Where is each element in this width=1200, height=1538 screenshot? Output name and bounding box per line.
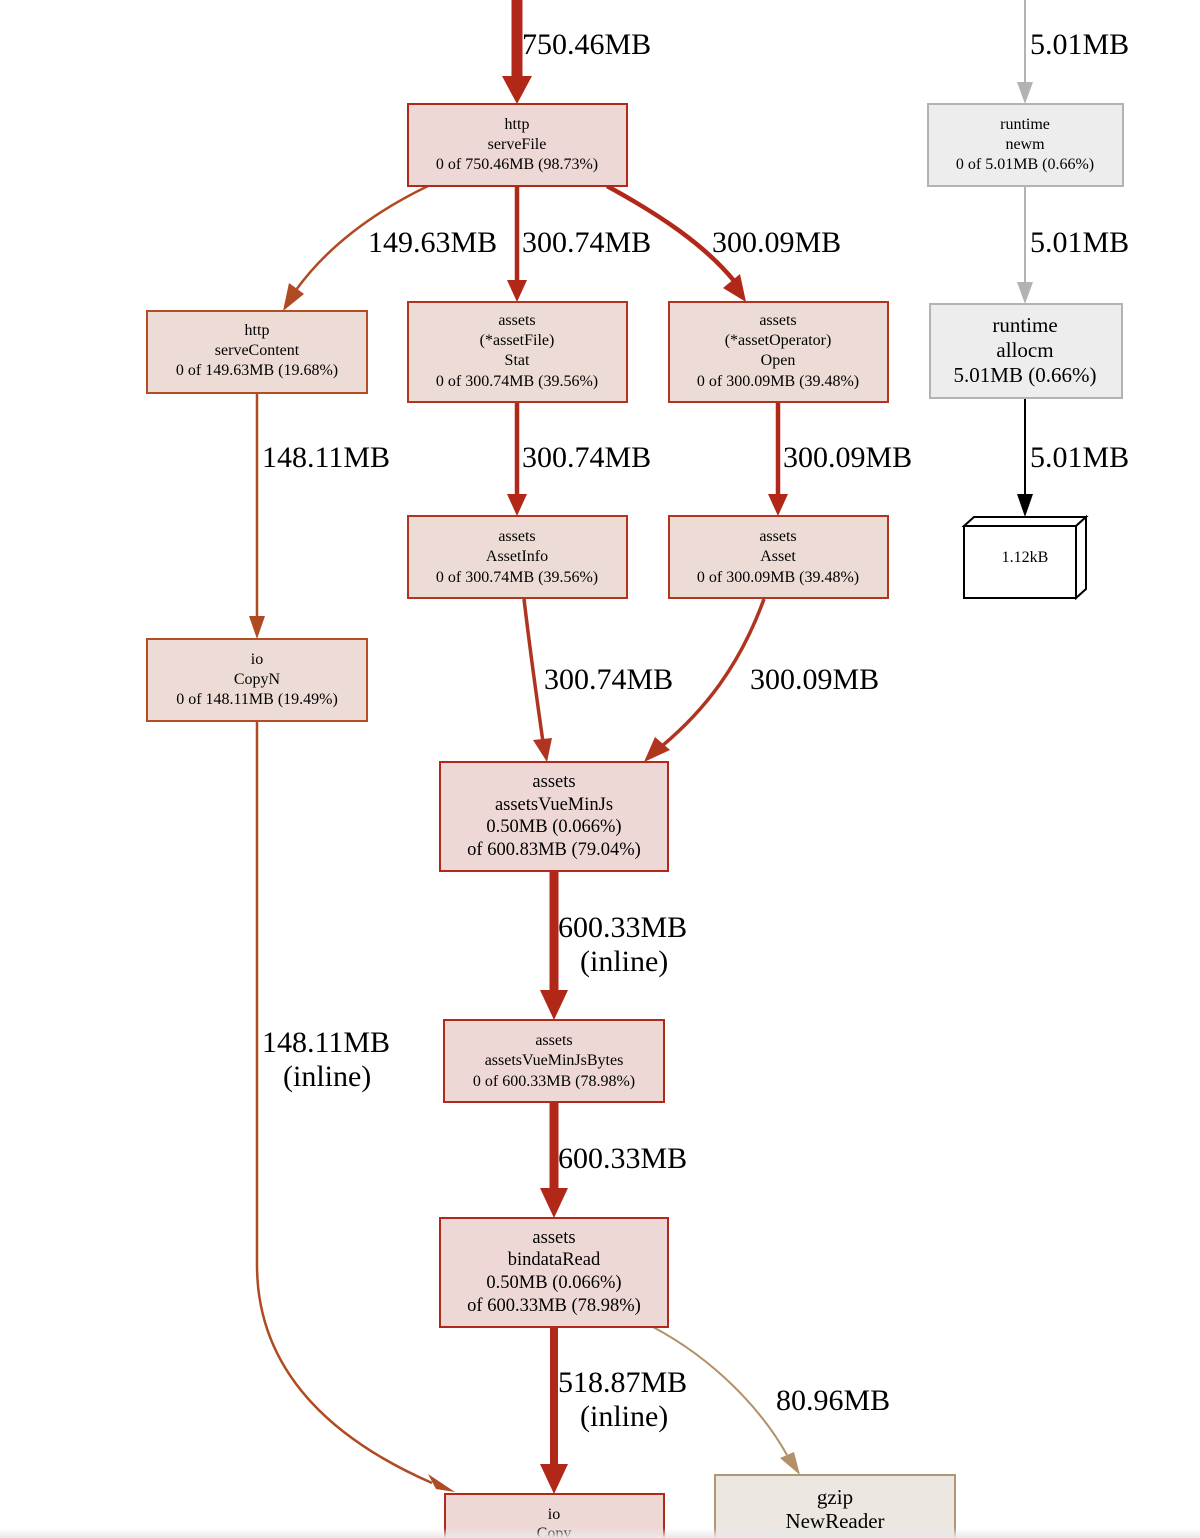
memory-box-icon[interactable]: 1.12kB bbox=[961, 514, 1089, 601]
edge-label: 300.74MB bbox=[522, 226, 651, 259]
node-package: assets bbox=[759, 528, 796, 545]
edge-label: 148.11MB bbox=[262, 441, 390, 474]
node-package: gzip bbox=[817, 1485, 853, 1509]
edge-stat-assetinfo: 300.74MB bbox=[507, 402, 651, 516]
node-http-servefile[interactable]: http serveFile 0 of 750.46MB (98.73%) bbox=[407, 103, 628, 187]
node-assets-bindataread[interactable]: assets bindataRead 0.50MB (0.066%) of 60… bbox=[439, 1217, 669, 1328]
edge-label: 5.01MB bbox=[1030, 226, 1129, 259]
edge-label: 518.87MB bbox=[558, 1366, 687, 1399]
node-cum-stats: of 600.33MB (78.98%) bbox=[467, 1296, 641, 1316]
node-function: Stat bbox=[505, 352, 530, 369]
node-receiver: (*assetFile) bbox=[480, 332, 555, 349]
node-stats: 0 of 148.11MB (19.49%) bbox=[176, 691, 338, 708]
edge-label: 148.11MB bbox=[262, 1026, 390, 1059]
node-stats: 0 of 600.33MB (78.98%) bbox=[473, 1073, 635, 1090]
edge-into-newm: 5.01MB bbox=[1017, 0, 1129, 104]
node-gzip-newreader[interactable]: gzip NewReader bbox=[714, 1474, 956, 1538]
edge-asset-vueminjs: 300.09MB bbox=[644, 598, 879, 762]
node-function: assetsVueMinJs bbox=[495, 795, 613, 815]
edge-label: 149.63MB bbox=[368, 226, 497, 259]
node-package: assets bbox=[535, 1032, 572, 1049]
node-flat-stats: 0.50MB (0.066%) bbox=[486, 817, 621, 837]
node-package: assets bbox=[759, 312, 796, 329]
edge-label: 5.01MB bbox=[1030, 28, 1129, 61]
edge-vueminjs-bytes: 600.33MB (inline) bbox=[540, 871, 687, 1020]
node-package: http bbox=[505, 116, 530, 133]
node-package: assets bbox=[532, 772, 575, 792]
edge-open-asset: 300.09MB bbox=[768, 402, 912, 516]
edge-servefile-servecontent: 149.63MB bbox=[283, 184, 497, 311]
edge-label: 300.74MB bbox=[544, 663, 673, 696]
node-function: CopyN bbox=[234, 671, 281, 688]
node-stats: 0 of 300.74MB (39.56%) bbox=[436, 373, 598, 390]
edge-label: 300.09MB bbox=[783, 441, 912, 474]
edge-label: 300.09MB bbox=[712, 226, 841, 259]
edge-assetinfo-vueminjs: 300.74MB bbox=[522, 598, 673, 762]
edge-copyn-copy: 148.11MB (inline) bbox=[255, 721, 455, 1492]
node-package: assets bbox=[498, 312, 535, 329]
node-function: bindataRead bbox=[508, 1250, 601, 1270]
node-io-copyn[interactable]: io CopyN 0 of 148.11MB (19.49%) bbox=[146, 638, 368, 722]
node-assets-assetsvueminjs[interactable]: assets assetsVueMinJs 0.50MB (0.066%) of… bbox=[439, 761, 669, 872]
node-function: Open bbox=[761, 352, 796, 369]
node-http-servecontent[interactable]: http serveContent 0 of 149.63MB (19.68%) bbox=[146, 310, 368, 394]
node-flat-stats: 0.50MB (0.066%) bbox=[486, 1273, 621, 1293]
node-stats: 1.12kB bbox=[1002, 549, 1049, 566]
node-stats: 0 of 750.46MB (98.73%) bbox=[436, 156, 598, 173]
node-assets-assetoperator-open[interactable]: assets (*assetOperator) Open 0 of 300.09… bbox=[668, 301, 889, 403]
node-function: allocm bbox=[996, 338, 1053, 362]
node-package: http bbox=[245, 322, 270, 339]
node-function: serveFile bbox=[488, 136, 547, 153]
edge-servefile-stat: 300.74MB bbox=[507, 186, 651, 302]
edge-label: 750.46MB bbox=[522, 28, 651, 61]
edge-servefile-open: 300.09MB bbox=[605, 184, 841, 302]
node-receiver: (*assetOperator) bbox=[725, 332, 832, 349]
node-package: runtime bbox=[992, 313, 1057, 337]
node-function: assetsVueMinJsBytes bbox=[485, 1052, 624, 1069]
edge-label: (inline) bbox=[283, 1060, 371, 1093]
edge-into-servefile: 750.46MB bbox=[502, 0, 651, 104]
node-runtime-allocm[interactable]: runtime allocm 5.01MB (0.66%) bbox=[929, 303, 1123, 399]
edge-label: 600.33MB bbox=[558, 1142, 687, 1175]
bottom-edge-shadow bbox=[0, 1528, 1200, 1538]
edge-bindataread-copy: 518.87MB (inline) bbox=[540, 1327, 687, 1494]
node-cum-stats: of 600.83MB (79.04%) bbox=[467, 840, 641, 860]
edge-label: 300.74MB bbox=[522, 441, 651, 474]
edge-label: 5.01MB bbox=[1030, 441, 1129, 474]
node-function: AssetInfo bbox=[486, 548, 548, 565]
node-package: assets bbox=[532, 1228, 575, 1248]
edge-label: (inline) bbox=[580, 1400, 668, 1433]
edge-servecontent-copyn: 148.11MB bbox=[249, 393, 390, 639]
node-package: io bbox=[251, 651, 263, 668]
node-stats: 0 of 5.01MB (0.66%) bbox=[956, 156, 1094, 173]
node-runtime-newm[interactable]: runtime newm 0 of 5.01MB (0.66%) bbox=[927, 103, 1124, 187]
edge-bindataread-gzip: 80.96MB bbox=[652, 1326, 890, 1475]
edge-allocm-memory: 5.01MB bbox=[1017, 398, 1129, 517]
edge-label: 300.09MB bbox=[750, 663, 879, 696]
edge-bytes-bindataread: 600.33MB bbox=[540, 1102, 687, 1218]
node-package: runtime bbox=[1000, 116, 1050, 133]
node-assets-assetsvueminjsbytes[interactable]: assets assetsVueMinJsBytes 0 of 600.33MB… bbox=[443, 1019, 665, 1103]
node-stats: 0 of 300.74MB (39.56%) bbox=[436, 569, 598, 586]
node-package: assets bbox=[498, 528, 535, 545]
node-assets-asset[interactable]: assets Asset 0 of 300.09MB (39.48%) bbox=[668, 515, 889, 599]
node-assets-assetfile-stat[interactable]: assets (*assetFile) Stat 0 of 300.74MB (… bbox=[407, 301, 628, 403]
edge-newm-allocm: 5.01MB bbox=[1017, 186, 1129, 304]
node-stats: 5.01MB (0.66%) bbox=[954, 363, 1097, 387]
node-function: serveContent bbox=[215, 342, 300, 359]
node-stats: 0 of 149.63MB (19.68%) bbox=[176, 362, 338, 379]
edge-label: 80.96MB bbox=[776, 1384, 890, 1417]
node-package: io bbox=[548, 1506, 560, 1523]
node-stats: 0 of 300.09MB (39.48%) bbox=[697, 569, 859, 586]
node-function: Asset bbox=[760, 548, 796, 565]
node-function: newm bbox=[1005, 136, 1045, 153]
node-assets-assetinfo[interactable]: assets AssetInfo 0 of 300.74MB (39.56%) bbox=[407, 515, 628, 599]
edge-label: (inline) bbox=[580, 945, 668, 978]
edge-label: 600.33MB bbox=[558, 911, 687, 944]
node-stats: 0 of 300.09MB (39.48%) bbox=[697, 373, 859, 390]
